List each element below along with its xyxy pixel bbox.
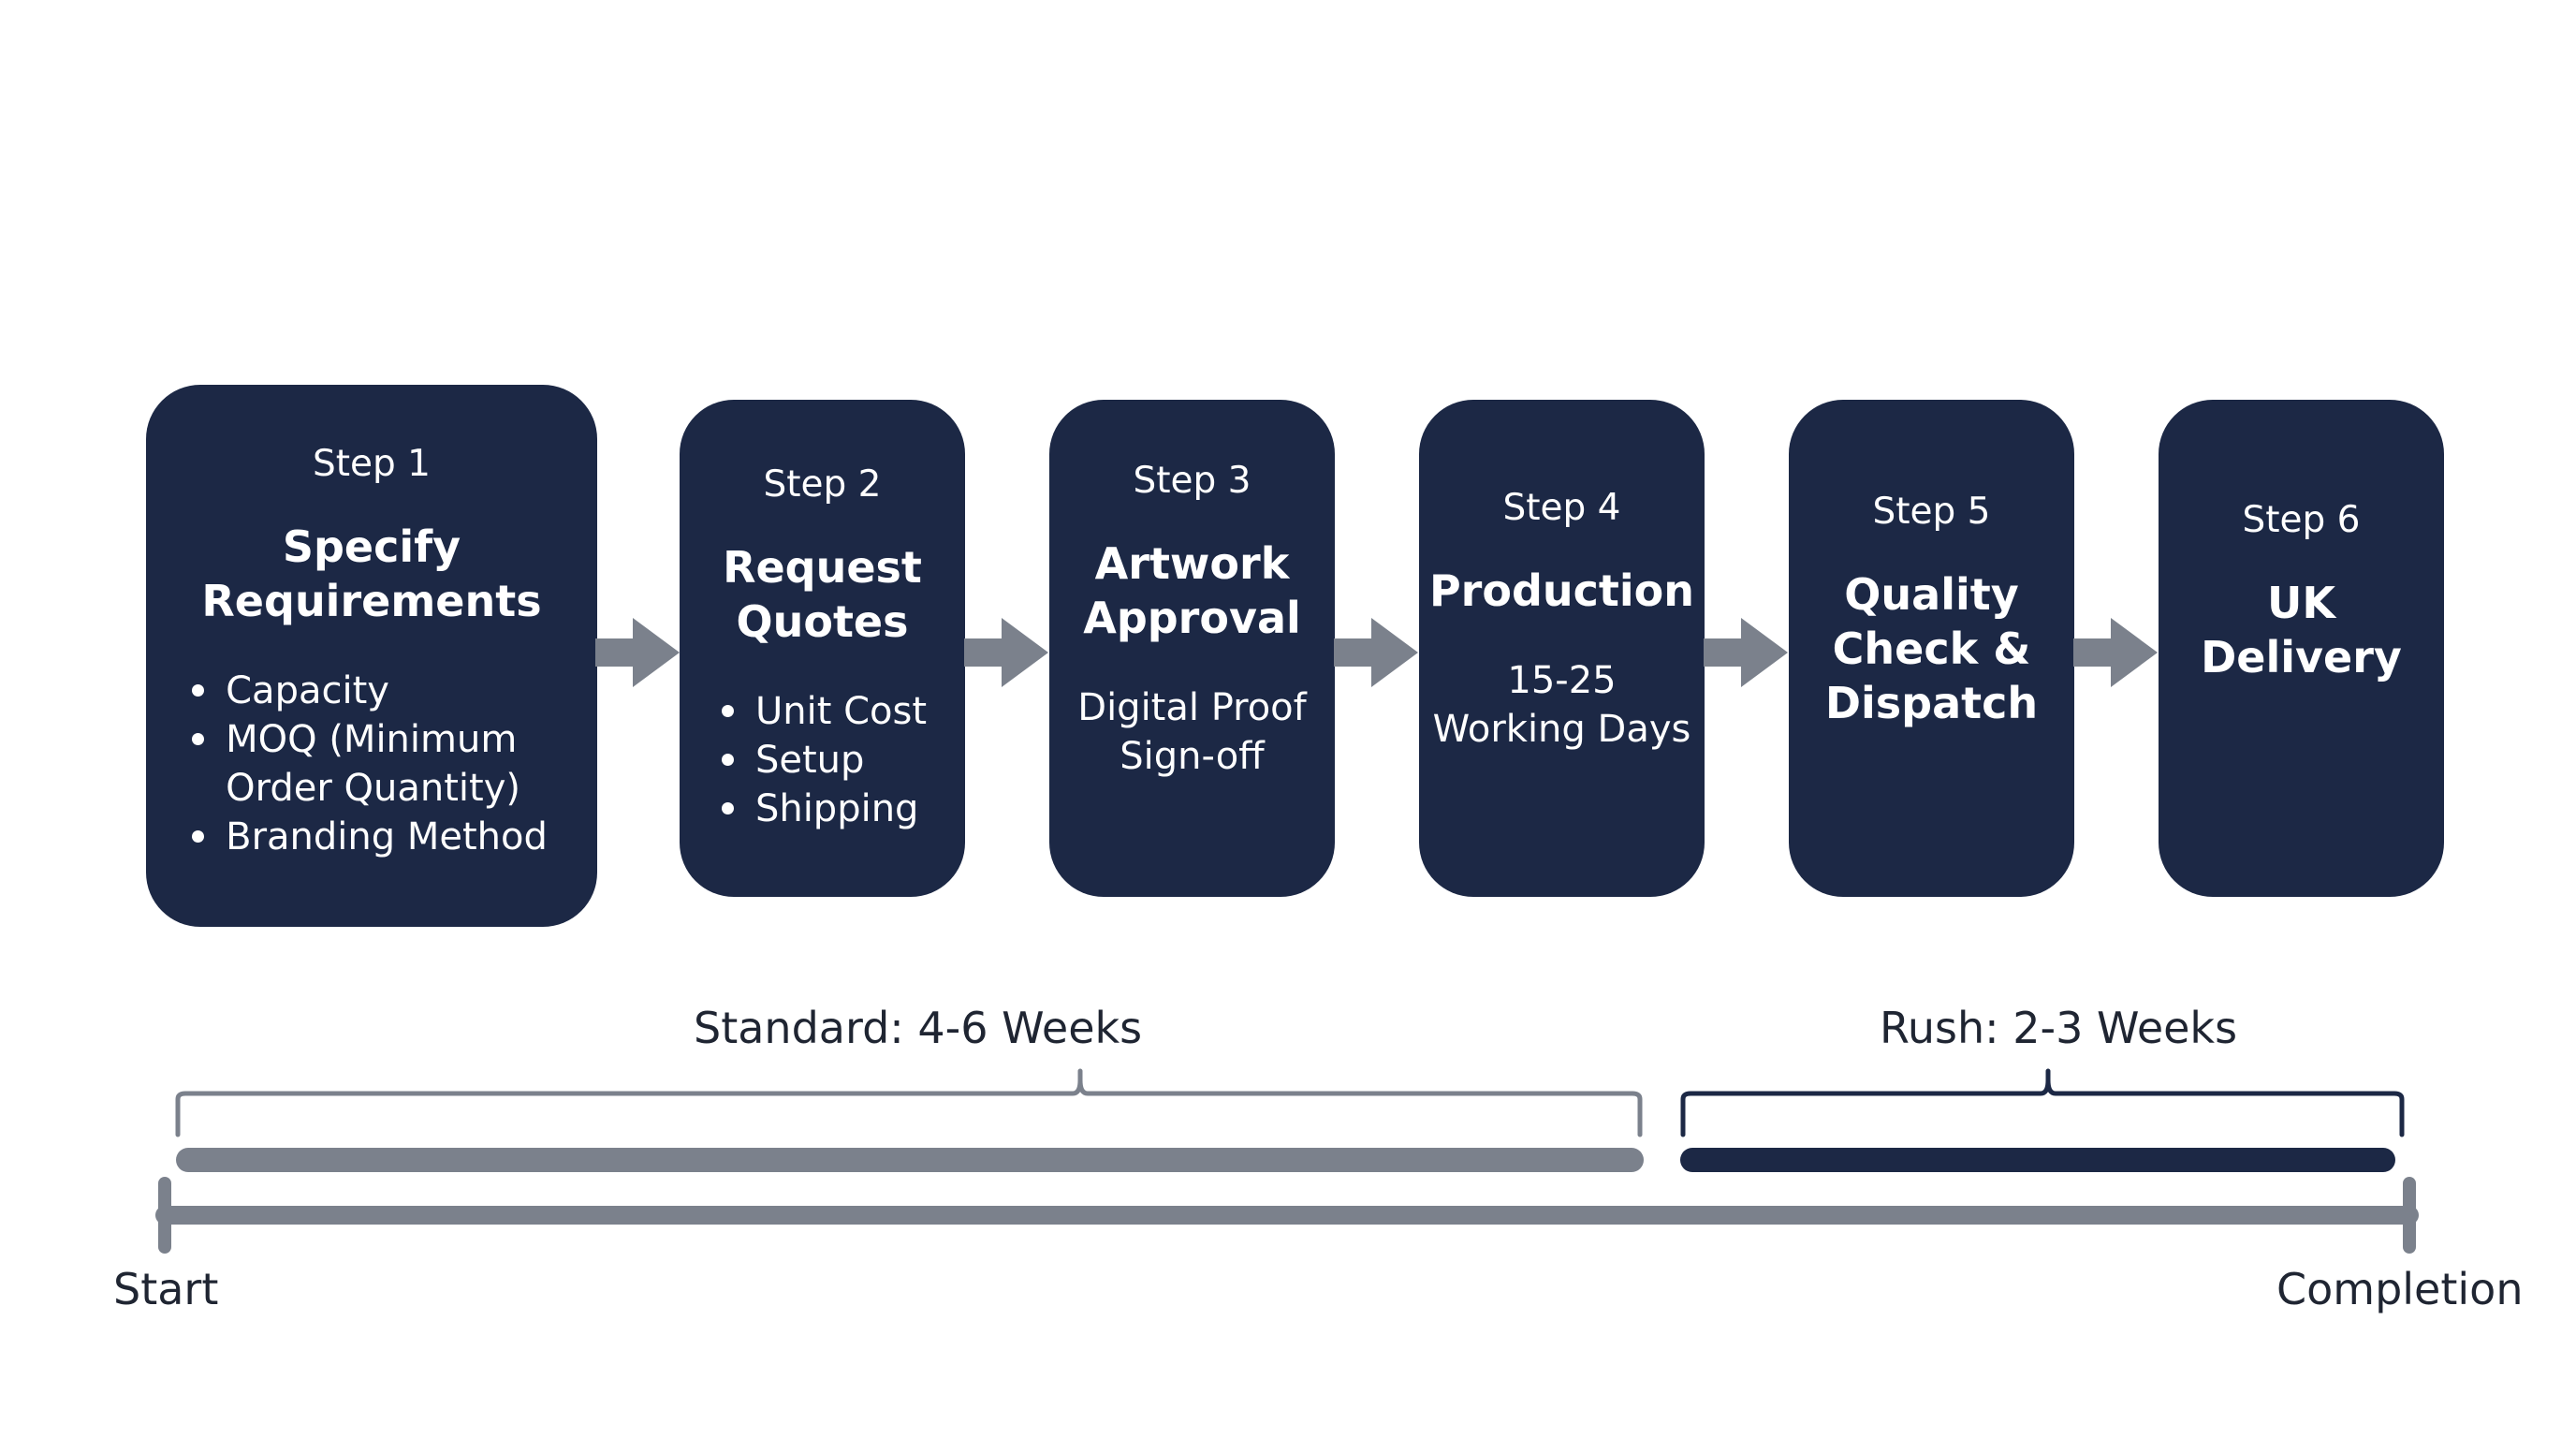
step-title-line: Artwork bbox=[1094, 537, 1290, 589]
standard-brace bbox=[175, 1068, 1643, 1137]
step-description-line: Working Days bbox=[1432, 707, 1691, 751]
step-title-line: UK bbox=[2267, 577, 2335, 628]
step-2-box: Step 2 Request Quotes Unit Cost Setup Sh… bbox=[680, 400, 965, 897]
step-title: Production bbox=[1429, 565, 1694, 619]
step-3-box: Step 3 Artwork Approval Digital Proof Si… bbox=[1049, 400, 1335, 897]
timeline-end-label: Completion bbox=[2276, 1264, 2524, 1314]
arrow-right-icon bbox=[2073, 618, 2158, 687]
rush-brace bbox=[1680, 1068, 2405, 1137]
step-title: Specify Requirements bbox=[201, 521, 541, 629]
step-description-line: Digital Proof bbox=[1077, 685, 1307, 729]
step-title-line: Quality bbox=[1844, 568, 2019, 620]
step-5-box: Step 5 Quality Check & Dispatch bbox=[1789, 400, 2074, 897]
rush-duration-bar bbox=[1680, 1148, 2395, 1172]
step-title: Artwork Approval bbox=[1083, 537, 1301, 646]
bullet-item: Setup bbox=[718, 736, 927, 785]
timeline-start-label: Start bbox=[113, 1264, 219, 1314]
step-description: Digital Proof Sign-off bbox=[1077, 683, 1306, 781]
bullet-item: Shipping bbox=[718, 785, 927, 833]
timeline-axis bbox=[155, 1177, 2419, 1254]
step-description-line: 15-25 bbox=[1507, 658, 1617, 702]
bullet-item: Branding Method bbox=[188, 813, 548, 861]
step-number: Step 3 bbox=[1133, 460, 1251, 503]
step-number: Step 4 bbox=[1502, 487, 1621, 530]
step-number: Step 6 bbox=[2242, 499, 2361, 542]
step-title-line: Specify bbox=[282, 521, 461, 572]
step-6-box: Step 6 UK Delivery bbox=[2159, 400, 2444, 897]
step-number: Step 2 bbox=[763, 463, 882, 506]
step-title: Quality Check & Dispatch bbox=[1825, 568, 2038, 731]
step-title-line: Approval bbox=[1083, 592, 1301, 643]
step-number: Step 1 bbox=[312, 443, 431, 486]
step-title-line: Production bbox=[1428, 565, 1695, 616]
arrow-right-icon bbox=[964, 618, 1048, 687]
step-number: Step 5 bbox=[1872, 491, 1991, 534]
step-1-box: Step 1 Specify Requirements Capacity MOQ… bbox=[146, 385, 597, 927]
rush-duration-label: Rush: 2-3 Weeks bbox=[1880, 1003, 2238, 1053]
step-title: UK Delivery bbox=[2201, 577, 2402, 685]
step-title-line: Quotes bbox=[736, 595, 909, 647]
arrow-right-icon bbox=[1704, 618, 1788, 687]
step-title-line: Requirements bbox=[201, 575, 542, 626]
standard-duration-bar bbox=[176, 1148, 1644, 1172]
step-description: 15-25 Working Days bbox=[1433, 656, 1691, 754]
step-title: Request Quotes bbox=[723, 541, 922, 650]
bullet-item: Capacity bbox=[188, 667, 548, 715]
step-bullet-list: Unit Cost Setup Shipping bbox=[718, 687, 927, 833]
step-title-line: Dispatch bbox=[1824, 677, 2039, 728]
bullet-item: Unit Cost bbox=[718, 687, 927, 736]
step-description-line: Sign-off bbox=[1120, 734, 1265, 778]
arrow-right-icon bbox=[595, 618, 680, 687]
step-title-line: Request bbox=[723, 541, 922, 593]
step-title-line: Delivery bbox=[2201, 631, 2402, 682]
step-4-box: Step 4 Production 15-25 Working Days bbox=[1419, 400, 1705, 897]
arrow-right-icon bbox=[1334, 618, 1418, 687]
step-title-line: Check & bbox=[1832, 623, 2031, 674]
standard-duration-label: Standard: 4-6 Weeks bbox=[694, 1003, 1143, 1053]
